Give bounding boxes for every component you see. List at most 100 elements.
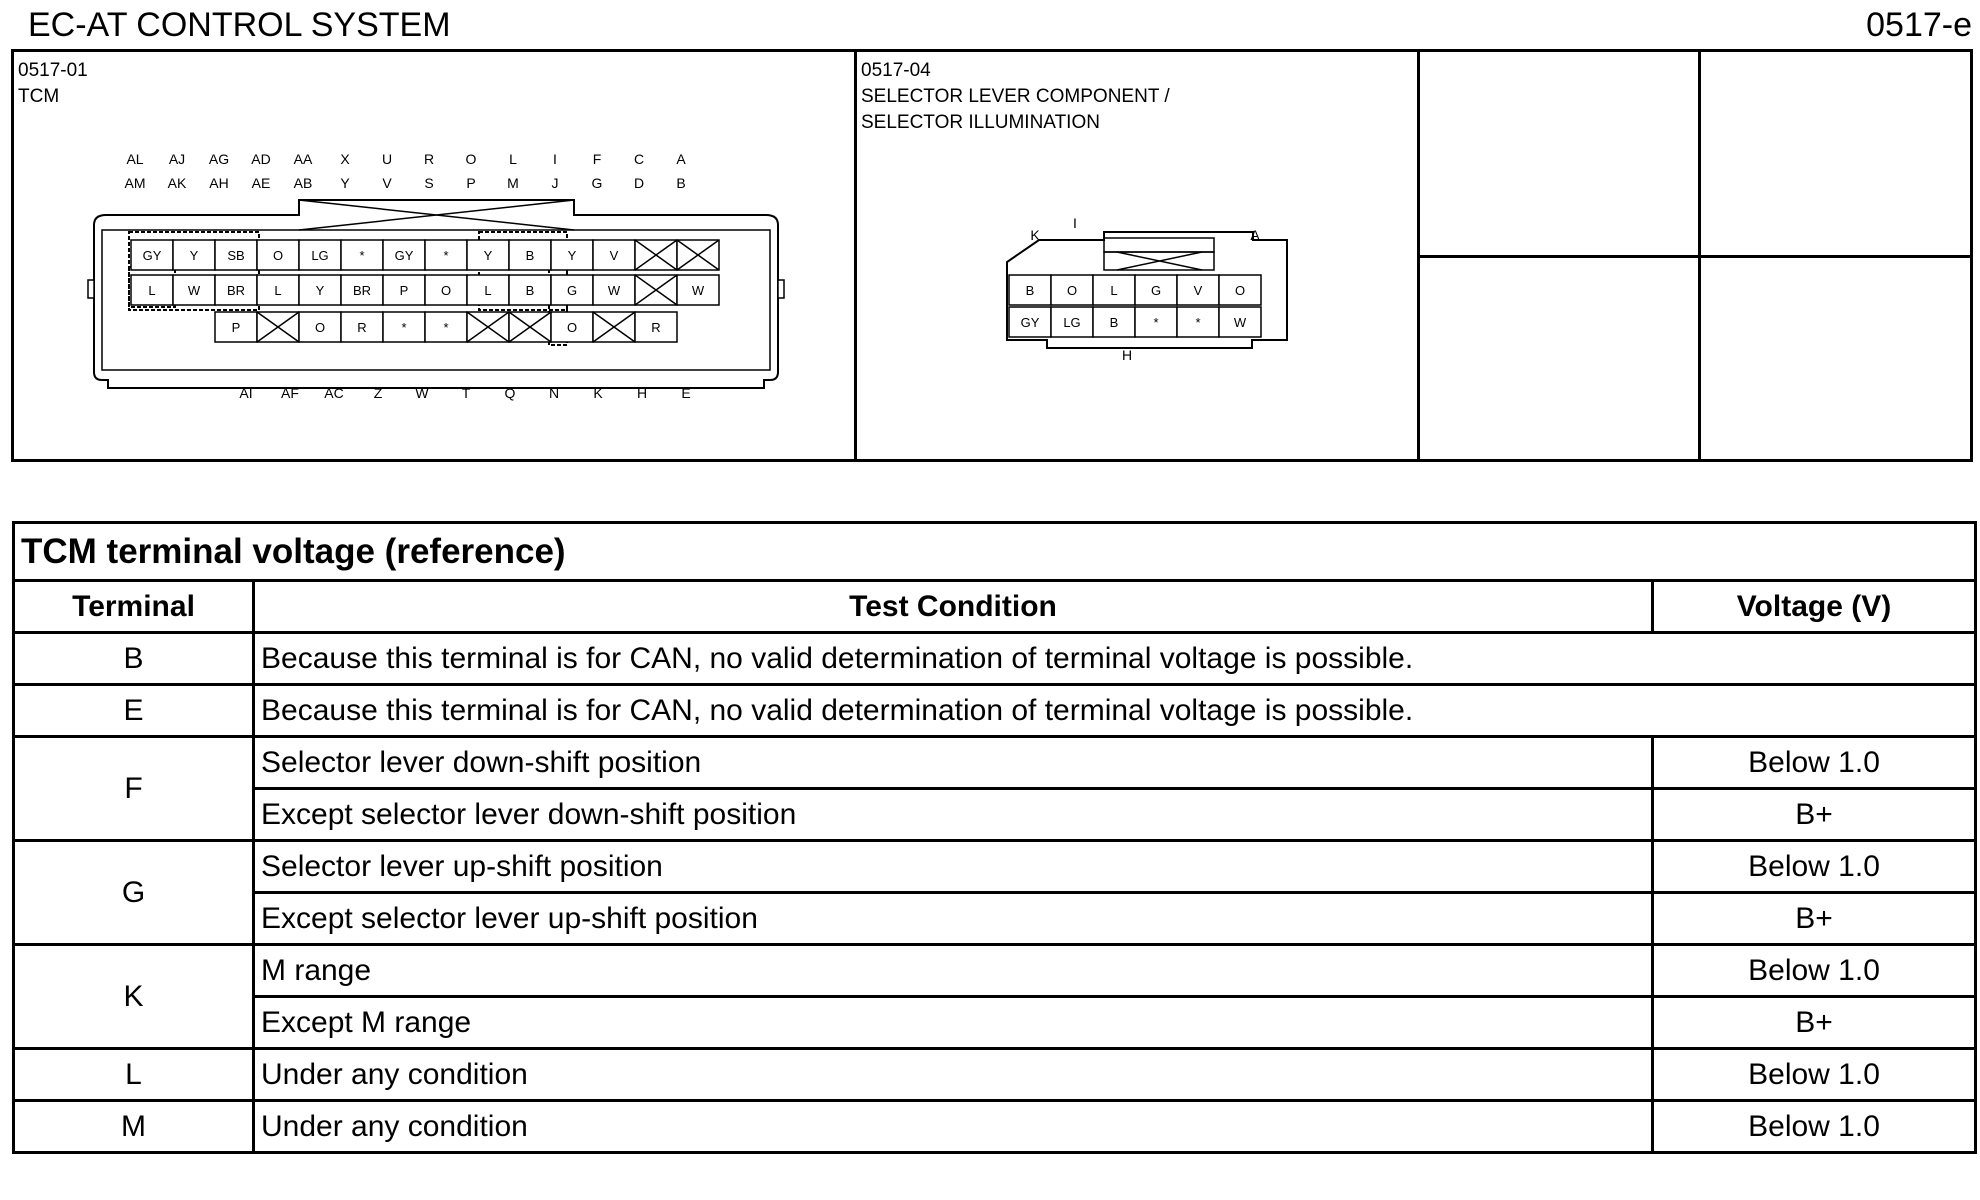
pin-label: O: [1067, 283, 1077, 298]
pin-label: R: [357, 320, 366, 335]
pin-label: O: [273, 248, 283, 263]
tcm-pin-id: J: [552, 175, 559, 191]
table-row: L Under any condition Below 1.0: [12, 1047, 1977, 1102]
voltage-cell: Below 1.0: [1651, 839, 1977, 894]
tcm-pin-id: I: [553, 151, 557, 167]
pin-label: L: [1110, 283, 1117, 298]
pin-cell: [382, 274, 426, 306]
pin-label: V: [1194, 283, 1203, 298]
voltage-cell: Below 1.0: [1651, 1047, 1977, 1102]
pin-cell: [340, 311, 384, 343]
pin-cell: [550, 274, 594, 306]
pin-cross: [508, 311, 552, 343]
pin-label: GY: [1021, 315, 1040, 330]
pin-cell: [130, 274, 174, 306]
tcm-pin-id: L: [509, 151, 517, 167]
table-row: G Selector lever up-shift position Below…: [12, 839, 1977, 946]
tcm-pin-id: AI: [239, 385, 252, 401]
pin-cell: [466, 274, 510, 306]
pin-cross: [466, 311, 510, 343]
tcm-pin-id: U: [382, 151, 392, 167]
pin-label: G: [567, 283, 577, 298]
selector-lock-frame: [1103, 237, 1215, 253]
tcm-pin-id: H: [637, 385, 647, 401]
tcm-pin-id: T: [462, 385, 471, 401]
tcm-pin-id: N: [549, 385, 559, 401]
terminal-cell: L: [12, 1047, 255, 1102]
pin-label: Y: [568, 248, 577, 263]
table-row: F Selector lever down-shift position Bel…: [12, 735, 1977, 842]
tcm-pin-id: P: [466, 175, 475, 191]
selector-pin-id: A: [1250, 227, 1260, 243]
tcm-connector-name: TCM: [18, 86, 60, 107]
pin-cell: [172, 239, 216, 271]
tcm-pin-id: B: [676, 175, 685, 191]
terminal-cell: F: [12, 735, 255, 842]
tcm-pin-id: Y: [340, 175, 350, 191]
pin-label: GY: [143, 248, 162, 263]
table-row: M Under any condition Below 1.0: [12, 1099, 1977, 1154]
pin-cross: [676, 239, 720, 271]
tcm-connector-code: 0517-01: [18, 60, 88, 81]
tcm-pin-id: O: [466, 151, 477, 167]
tcm-pin-id: R: [424, 151, 434, 167]
tcm-pin-id: AG: [209, 151, 229, 167]
tcm-housing: [93, 199, 779, 389]
selector-housing: [1006, 231, 1288, 349]
pin-cell: [1008, 274, 1052, 306]
voltage-cell: B+: [1651, 995, 1977, 1050]
voltage-table-title: TCM terminal voltage (reference): [12, 521, 1977, 582]
pin-cell: [298, 239, 342, 271]
tcm-pin-id: F: [593, 151, 602, 167]
pin-label: O: [567, 320, 577, 335]
tcm-pin-id: AC: [324, 385, 343, 401]
pin-cell: [550, 311, 594, 343]
pin-label: O: [315, 320, 325, 335]
selector-pin-id: H: [1122, 347, 1132, 363]
tcm-pin-id: V: [382, 175, 392, 191]
pin-cross: [592, 311, 636, 343]
pin-cell: [592, 239, 636, 271]
tcm-pin-id: AL: [126, 151, 143, 167]
pin-label: W: [1234, 315, 1247, 330]
pin-label: W: [692, 283, 705, 298]
pin-label: R: [651, 320, 660, 335]
tcm-pin-id: Q: [505, 385, 516, 401]
pin-label: W: [188, 283, 201, 298]
condition-cell: Under any condition: [252, 1099, 1654, 1154]
page-code: 0517-e: [1866, 6, 1972, 44]
tcm-pin-id: Z: [374, 385, 383, 401]
voltage-table: TCM terminal voltage (reference) Termina…: [12, 521, 1977, 1154]
pin-cross: [634, 239, 678, 271]
tcm-pin-id: K: [593, 385, 603, 401]
selector-lock-line: [1116, 251, 1203, 271]
tcm-pin-id: A: [676, 151, 686, 167]
table-row: Except selector lever up-shift position …: [14, 891, 1977, 946]
tcm-pin-id: AA: [294, 151, 313, 167]
pin-cell: [214, 239, 258, 271]
tcm-pin-id: AB: [294, 175, 313, 191]
tcm-pin-id: D: [634, 175, 644, 191]
pin-label: *: [401, 320, 406, 335]
condition-cell: Except selector lever up-shift position: [252, 891, 1654, 946]
pin-label: SB: [227, 248, 244, 263]
pin-label: BR: [227, 283, 245, 298]
pin-label: Y: [316, 283, 325, 298]
pin-cell: [676, 274, 720, 306]
tcm-pin-id: AF: [281, 385, 299, 401]
pin-cell: [1218, 274, 1262, 306]
table-row: B Because this terminal is for CAN, no v…: [12, 631, 1977, 686]
pin-cell: [1050, 306, 1094, 338]
pin-label: Y: [190, 248, 199, 263]
tcm-pin-id: W: [415, 385, 429, 401]
tcm-pin-id: AK: [168, 175, 187, 191]
pin-label: LG: [1063, 315, 1080, 330]
pin-cell: [1092, 306, 1136, 338]
condition-cell: Under any condition: [252, 1047, 1654, 1102]
pin-cell: [1008, 306, 1052, 338]
condition-cell: Except M range: [252, 995, 1654, 1050]
condition-cell: Except selector lever down-shift positio…: [252, 787, 1654, 842]
